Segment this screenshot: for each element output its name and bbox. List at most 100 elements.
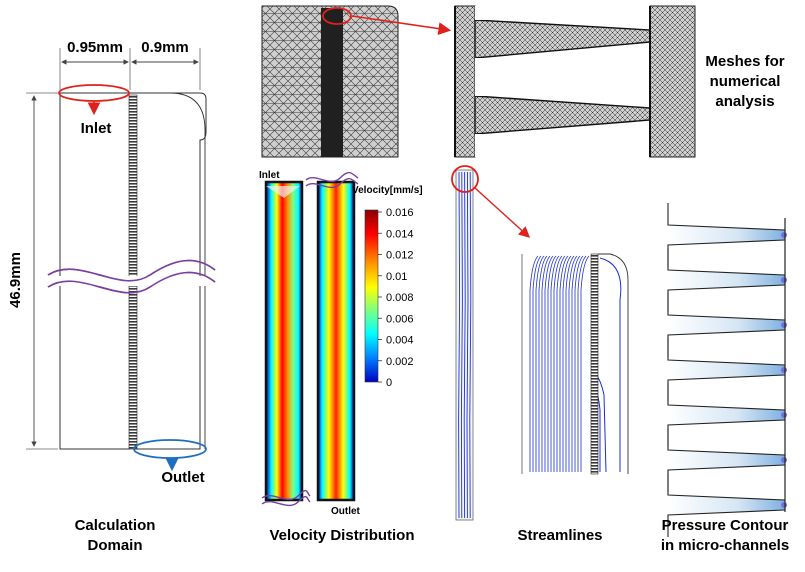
break-mark <box>261 489 311 501</box>
break-mark <box>305 177 359 189</box>
pressure-node <box>781 322 787 328</box>
mesh-title-line1: Meshes for <box>705 53 784 70</box>
break-mark <box>261 495 311 507</box>
streamline-micro-channel <box>590 253 599 475</box>
colorbar-tick-label: 0.014 <box>386 228 414 240</box>
streamline <box>538 255 548 472</box>
pressure-node <box>781 367 787 373</box>
velocity-legend-title: Velocity[mm/s] <box>352 185 423 196</box>
pressure-node <box>781 277 787 283</box>
micro-channel-wall <box>667 338 786 366</box>
streamline <box>550 255 560 472</box>
pressure-contour-band <box>668 315 785 335</box>
mesh-zoom-marker <box>322 7 352 25</box>
micro-channel-wall <box>667 509 786 537</box>
mesh-title-line2: numerical <box>710 73 781 90</box>
pressure-contour-band <box>668 360 785 380</box>
streamline <box>559 255 569 472</box>
pressure-channels <box>667 203 787 537</box>
mesh-detail <box>454 5 696 158</box>
micro-channel-wall <box>667 203 786 231</box>
pressure-caption-line1: Pressure Contour <box>662 517 789 534</box>
pressure-node <box>781 502 787 508</box>
velocity-inlet-label: Inlet <box>259 170 280 181</box>
streamline <box>547 255 557 472</box>
streamline <box>580 255 590 472</box>
outlet-ellipse <box>133 439 207 459</box>
streamline-callout-arrow <box>474 187 531 238</box>
colorbar-tick-label: 0.004 <box>386 335 414 347</box>
streamline-detail-lines <box>529 255 622 473</box>
pressure-node <box>781 457 787 463</box>
micro-channel-wall <box>667 293 786 321</box>
streamline <box>529 255 539 472</box>
colorbar-tick-label: 0.006 <box>386 313 414 325</box>
streamline <box>565 255 575 472</box>
calculation-caption-line1: Calculation <box>74 517 156 534</box>
mesh-title-line3: analysis <box>715 93 774 110</box>
streamline <box>541 255 551 472</box>
micro-channel-wall <box>667 248 786 276</box>
streamline <box>463 171 466 519</box>
domain-outline <box>59 92 207 450</box>
micro-channel-wall <box>667 284 786 312</box>
pressure-node <box>781 232 787 238</box>
streamlines-panel: Streamlines <box>451 165 630 544</box>
pressure-contour-band <box>668 225 785 245</box>
streamline <box>599 257 622 472</box>
width-right-label: 0.9mm <box>141 39 189 56</box>
colorbar-tick-label: 0 <box>386 377 392 389</box>
micro-channel-wall <box>667 428 786 456</box>
height-label: 46.9mm <box>7 252 24 308</box>
micro-channel-wall <box>667 464 786 492</box>
streamline <box>458 171 461 519</box>
velocity-outlet-label: Outlet <box>331 506 361 517</box>
velocity-panel: Inlet Outlet Velocity[mm/s] 0.016 0.014 0.… <box>259 170 423 544</box>
streamline-detail-frame <box>522 254 630 474</box>
micro-channel-wall <box>667 329 786 357</box>
outlet-label: Outlet <box>161 469 204 486</box>
streamline <box>556 255 566 472</box>
calculation-domain-panel: 0.95mm 0.9mm 46.9mm Inlet Outlet <box>7 39 216 486</box>
break-mark <box>305 171 359 183</box>
streamline <box>574 255 584 472</box>
velocity-channel-inlet <box>264 180 304 502</box>
streamline <box>460 171 463 519</box>
pressure-contour-band <box>668 495 785 515</box>
streamline <box>553 255 563 472</box>
colorbar-tick-label: 0.01 <box>386 271 407 283</box>
velocity-caption: Velocity Distribution <box>269 527 414 544</box>
pressure-contour-band <box>668 450 785 470</box>
streamline <box>571 255 581 472</box>
micro-channel-wall <box>667 473 786 501</box>
streamline-zoom-marker <box>451 165 479 193</box>
streamline <box>568 255 578 472</box>
pressure-contour-band <box>668 405 785 425</box>
streamlines-caption: Streamlines <box>517 527 602 544</box>
calculation-caption-line2: Domain <box>87 536 143 554</box>
streamline-overview-lines <box>458 171 472 519</box>
pressure-panel: Pressure Contour in micro-channels <box>661 203 789 554</box>
streamline <box>544 255 554 472</box>
velocity-channel-outlet <box>316 180 356 502</box>
mesh-dense-channel <box>321 8 343 157</box>
streamline <box>577 255 587 472</box>
streamline <box>466 171 469 519</box>
micro-channel-wall <box>667 374 786 402</box>
pressure-caption-line2: in micro-channels <box>661 537 789 554</box>
micro-channel-wall <box>667 239 786 267</box>
mesh-panel: Meshes for numerical analysis <box>261 5 785 158</box>
calculation-domain-caption: Calculation Domain <box>60 516 170 555</box>
width-left-label: 0.95mm <box>67 39 123 56</box>
pressure-contour-band <box>668 270 785 290</box>
mesh-callout-arrow <box>351 15 452 35</box>
velocity-colorbar <box>364 209 379 383</box>
pressure-node <box>781 412 787 418</box>
colorbar-tick-label: 0.016 <box>386 207 414 219</box>
colorbar-tick-label: 0.012 <box>386 250 414 262</box>
domain-outline-curve <box>169 92 206 449</box>
micro-channel-wall <box>667 383 786 411</box>
